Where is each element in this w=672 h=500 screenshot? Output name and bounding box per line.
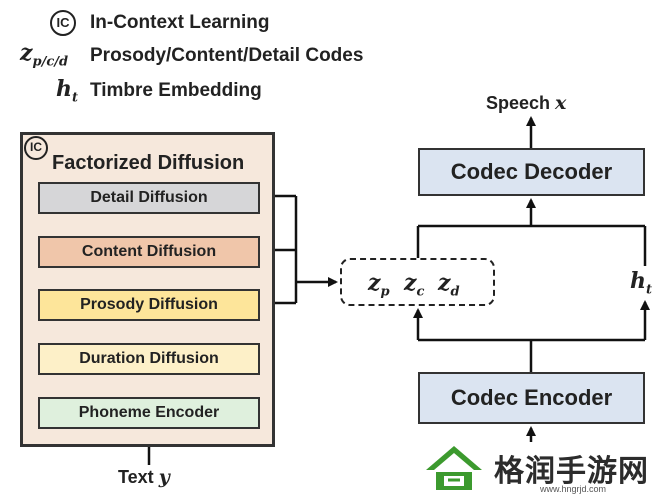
latent-zc: zc [404, 270, 425, 300]
h-legend-label: Timbre Embedding [90, 80, 262, 101]
duration-diffusion-module: Duration Diffusion [38, 343, 260, 375]
ic-panel-badge: IC [24, 136, 48, 160]
text-input-symbol: y [158, 466, 170, 488]
speech-output-symbol: x [555, 92, 567, 114]
watermark-logo [420, 436, 488, 494]
latent-zp: zp [368, 270, 390, 300]
z-legend-symbol: zp/c/d [20, 40, 69, 70]
latent-codes-box [340, 258, 495, 306]
prosody-diffusion-module: Prosody Diffusion [38, 289, 260, 321]
timbre-embedding-symbol: ht [630, 268, 653, 298]
ic-legend-label: In-Context Learning [90, 12, 270, 33]
ic-legend-badge: IC [50, 10, 76, 36]
text-input-label: Text y [118, 466, 170, 488]
h-legend-symbol: ht [56, 76, 79, 106]
h-legend-subscript: t [72, 90, 79, 106]
detail-diffusion-module: Detail Diffusion [38, 182, 260, 214]
speech-output-label: Speech x [486, 92, 567, 114]
watermark-url: www.hngrjd.com [540, 484, 607, 494]
z-legend-subscript: p/c/d [32, 54, 69, 70]
watermark-text: 格润手游网 [494, 455, 649, 488]
latent-zd: zd [438, 270, 460, 300]
codec-decoder-block: Codec Decoder [418, 148, 645, 196]
z-legend-label: Prosody/Content/Detail Codes [90, 45, 364, 66]
codec-encoder-block: Codec Encoder [418, 372, 645, 424]
factorized-diffusion-title: Factorized Diffusion [52, 152, 245, 174]
content-diffusion-module: Content Diffusion [38, 236, 260, 268]
phoneme-encoder-module: Phoneme Encoder [38, 397, 260, 429]
